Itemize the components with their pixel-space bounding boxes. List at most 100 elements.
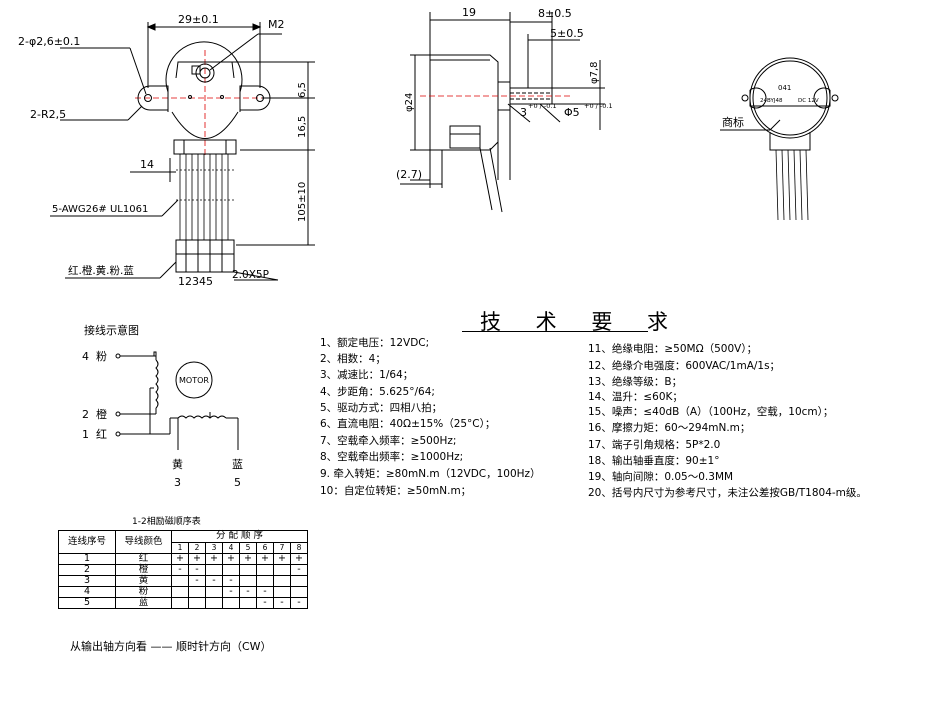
specs-title: 技 术 要 求 — [480, 310, 683, 334]
table-cell: + — [256, 553, 274, 565]
pin-3-num: 3 — [174, 476, 181, 489]
table-cell — [205, 586, 223, 598]
dim-19: 19 — [462, 6, 476, 19]
dim-shaft-main: Φ5 — [564, 106, 580, 119]
spec-item: 9. 牵入转矩：≥80mN.m（12VDC，100Hz） — [320, 468, 541, 480]
table-cell: - — [188, 564, 206, 576]
dim-flat-tol: +0 / -0.1 — [528, 102, 557, 110]
table-cell — [222, 597, 240, 609]
table-cell: - — [290, 597, 308, 609]
spec-item: 8、空载牵出频率：≥1000Hz; — [320, 451, 464, 463]
row-num: 4 — [58, 586, 116, 598]
table-cell — [171, 575, 189, 587]
table-cell: - — [171, 564, 189, 576]
spec-item: 12、绝缘介电强度：600VAC/1mA/1s； — [588, 360, 781, 372]
table-cell: + — [171, 553, 189, 565]
dim-flat-main: 3 — [520, 106, 527, 119]
spec-item: 5、驱动方式：四相八拍； — [320, 402, 443, 414]
motor-label: MOTOR — [179, 376, 209, 385]
dim-6-5: 6,5 — [297, 82, 308, 98]
pin-1-color: 红 — [96, 428, 107, 441]
table-row: 3 黄 - - - — [58, 575, 308, 587]
spec-item: 18、输出轴垂直度：90±1° — [588, 455, 720, 467]
step-header: 5 — [239, 541, 257, 554]
pin-2-color: 橙 — [96, 407, 107, 421]
table-cell — [273, 575, 291, 587]
rear-label-voltage: DC 12V — [798, 98, 819, 104]
table-cell — [273, 564, 291, 576]
table-cell — [239, 575, 257, 587]
trademark-label: 商标 — [722, 115, 744, 129]
table-cell: + — [290, 553, 308, 565]
table-cell: + — [222, 553, 240, 565]
col-header-num: 连线序号 — [58, 530, 116, 554]
dim-phi24: φ24 — [404, 93, 415, 112]
step-header: 1 — [171, 541, 189, 554]
spec-item: 2、相数：4； — [320, 353, 386, 365]
rear-label-model: 24BYJ48 — [760, 98, 783, 104]
rotation-footnote: 从输出轴方向看 —— 顺时针方向（CW） — [70, 640, 272, 653]
row-color: 红 — [115, 553, 172, 565]
table-cell — [290, 586, 308, 598]
table-cell: - — [256, 586, 274, 598]
table-row: 4 粉 - - - — [58, 586, 308, 598]
spec-item: 3、减速比：1/64； — [320, 369, 414, 381]
table-cell: - — [222, 575, 240, 587]
pin-2-num: 2 — [82, 408, 89, 421]
wiring-title: 接线示意图 — [84, 323, 139, 337]
table-cell — [205, 564, 223, 576]
pin-5-num: 5 — [234, 476, 241, 489]
table-cell — [205, 597, 223, 609]
table-cell — [188, 586, 206, 598]
row-num: 2 — [58, 564, 116, 576]
dim-radius: 2-R2,5 — [30, 108, 66, 121]
spec-item: 14、温升：≤60K； — [588, 391, 683, 403]
rear-view-drawing: 041 24BYJ48 DC 12V 商标 — [720, 57, 839, 220]
pin-4-color: 粉 — [96, 350, 107, 363]
table-cell — [188, 597, 206, 609]
dim-16-5: 16,5 — [297, 116, 308, 138]
front-view-drawing: 29±0.1 M2 2-φ2,6±0.1 2-R2,5 6,5 16,5 105… — [18, 13, 315, 288]
dim-m2: M2 — [268, 18, 285, 31]
spec-item: 17、端子引角规格：5P*2.0 — [588, 439, 721, 451]
dim-phi7-8: φ7,8 — [589, 62, 600, 85]
table-cell — [256, 575, 274, 587]
row-num: 1 — [58, 553, 116, 565]
rear-label-code: 041 — [778, 84, 791, 92]
step-header: 4 — [222, 541, 240, 554]
step-header: 2 — [188, 541, 206, 554]
table-cell: + — [205, 553, 223, 565]
dim-8: 8±0.5 — [538, 7, 572, 20]
wiring-diagram: 接线示意图 MOTOR 4 粉 2 橙 1 红 黄 3 蓝 5 — [82, 323, 243, 489]
wire-spec: 5-AWG26# UL1061 — [52, 204, 148, 215]
spec-item: 4、步距角：5.625°/64; — [320, 386, 435, 398]
sequence-table: 连线序号 导线颜色 分 配 顺 序 1 2 3 4 5 6 7 8 1 红 + … — [58, 530, 308, 609]
spec-item: 19、轴向间隙：0.05～0.3MM — [588, 471, 734, 483]
table-cell — [239, 564, 257, 576]
table-cell — [222, 564, 240, 576]
table-cell: - — [239, 586, 257, 598]
col-header-group: 分 配 顺 序 — [171, 530, 308, 543]
row-color: 蓝 — [115, 597, 172, 609]
table-cell: - — [273, 597, 291, 609]
dim-holes: 2-φ2,6±0.1 — [18, 35, 80, 48]
col-header-color: 导线颜色 — [115, 530, 172, 554]
table-cell — [171, 597, 189, 609]
dim-2-7: (2.7) — [396, 168, 422, 181]
table-cell: - — [222, 586, 240, 598]
spec-item: 6、直流电阻：40Ω±15%（25°C）； — [320, 418, 496, 430]
table-cell: + — [188, 553, 206, 565]
dim-width: 29±0.1 — [178, 13, 219, 26]
table-cell: - — [290, 564, 308, 576]
table-row: 2 橙 - - - — [58, 564, 308, 576]
dim-14: 14 — [140, 158, 154, 171]
specs-title-rule — [462, 331, 648, 332]
spec-item: 10：自定位转矩：≥50mN.m； — [320, 485, 472, 497]
table-header-row: 连线序号 导线颜色 分 配 顺 序 — [58, 530, 308, 554]
table-cell — [256, 564, 274, 576]
row-num: 3 — [58, 575, 116, 587]
row-color: 橙 — [115, 564, 172, 576]
side-view-drawing: 19 8±0.5 5±0.5 φ24 φ7,8 3 +0 / -0.1 Φ5 +… — [396, 6, 613, 213]
table-row: 1 红 + + + + + + + + — [58, 553, 308, 565]
